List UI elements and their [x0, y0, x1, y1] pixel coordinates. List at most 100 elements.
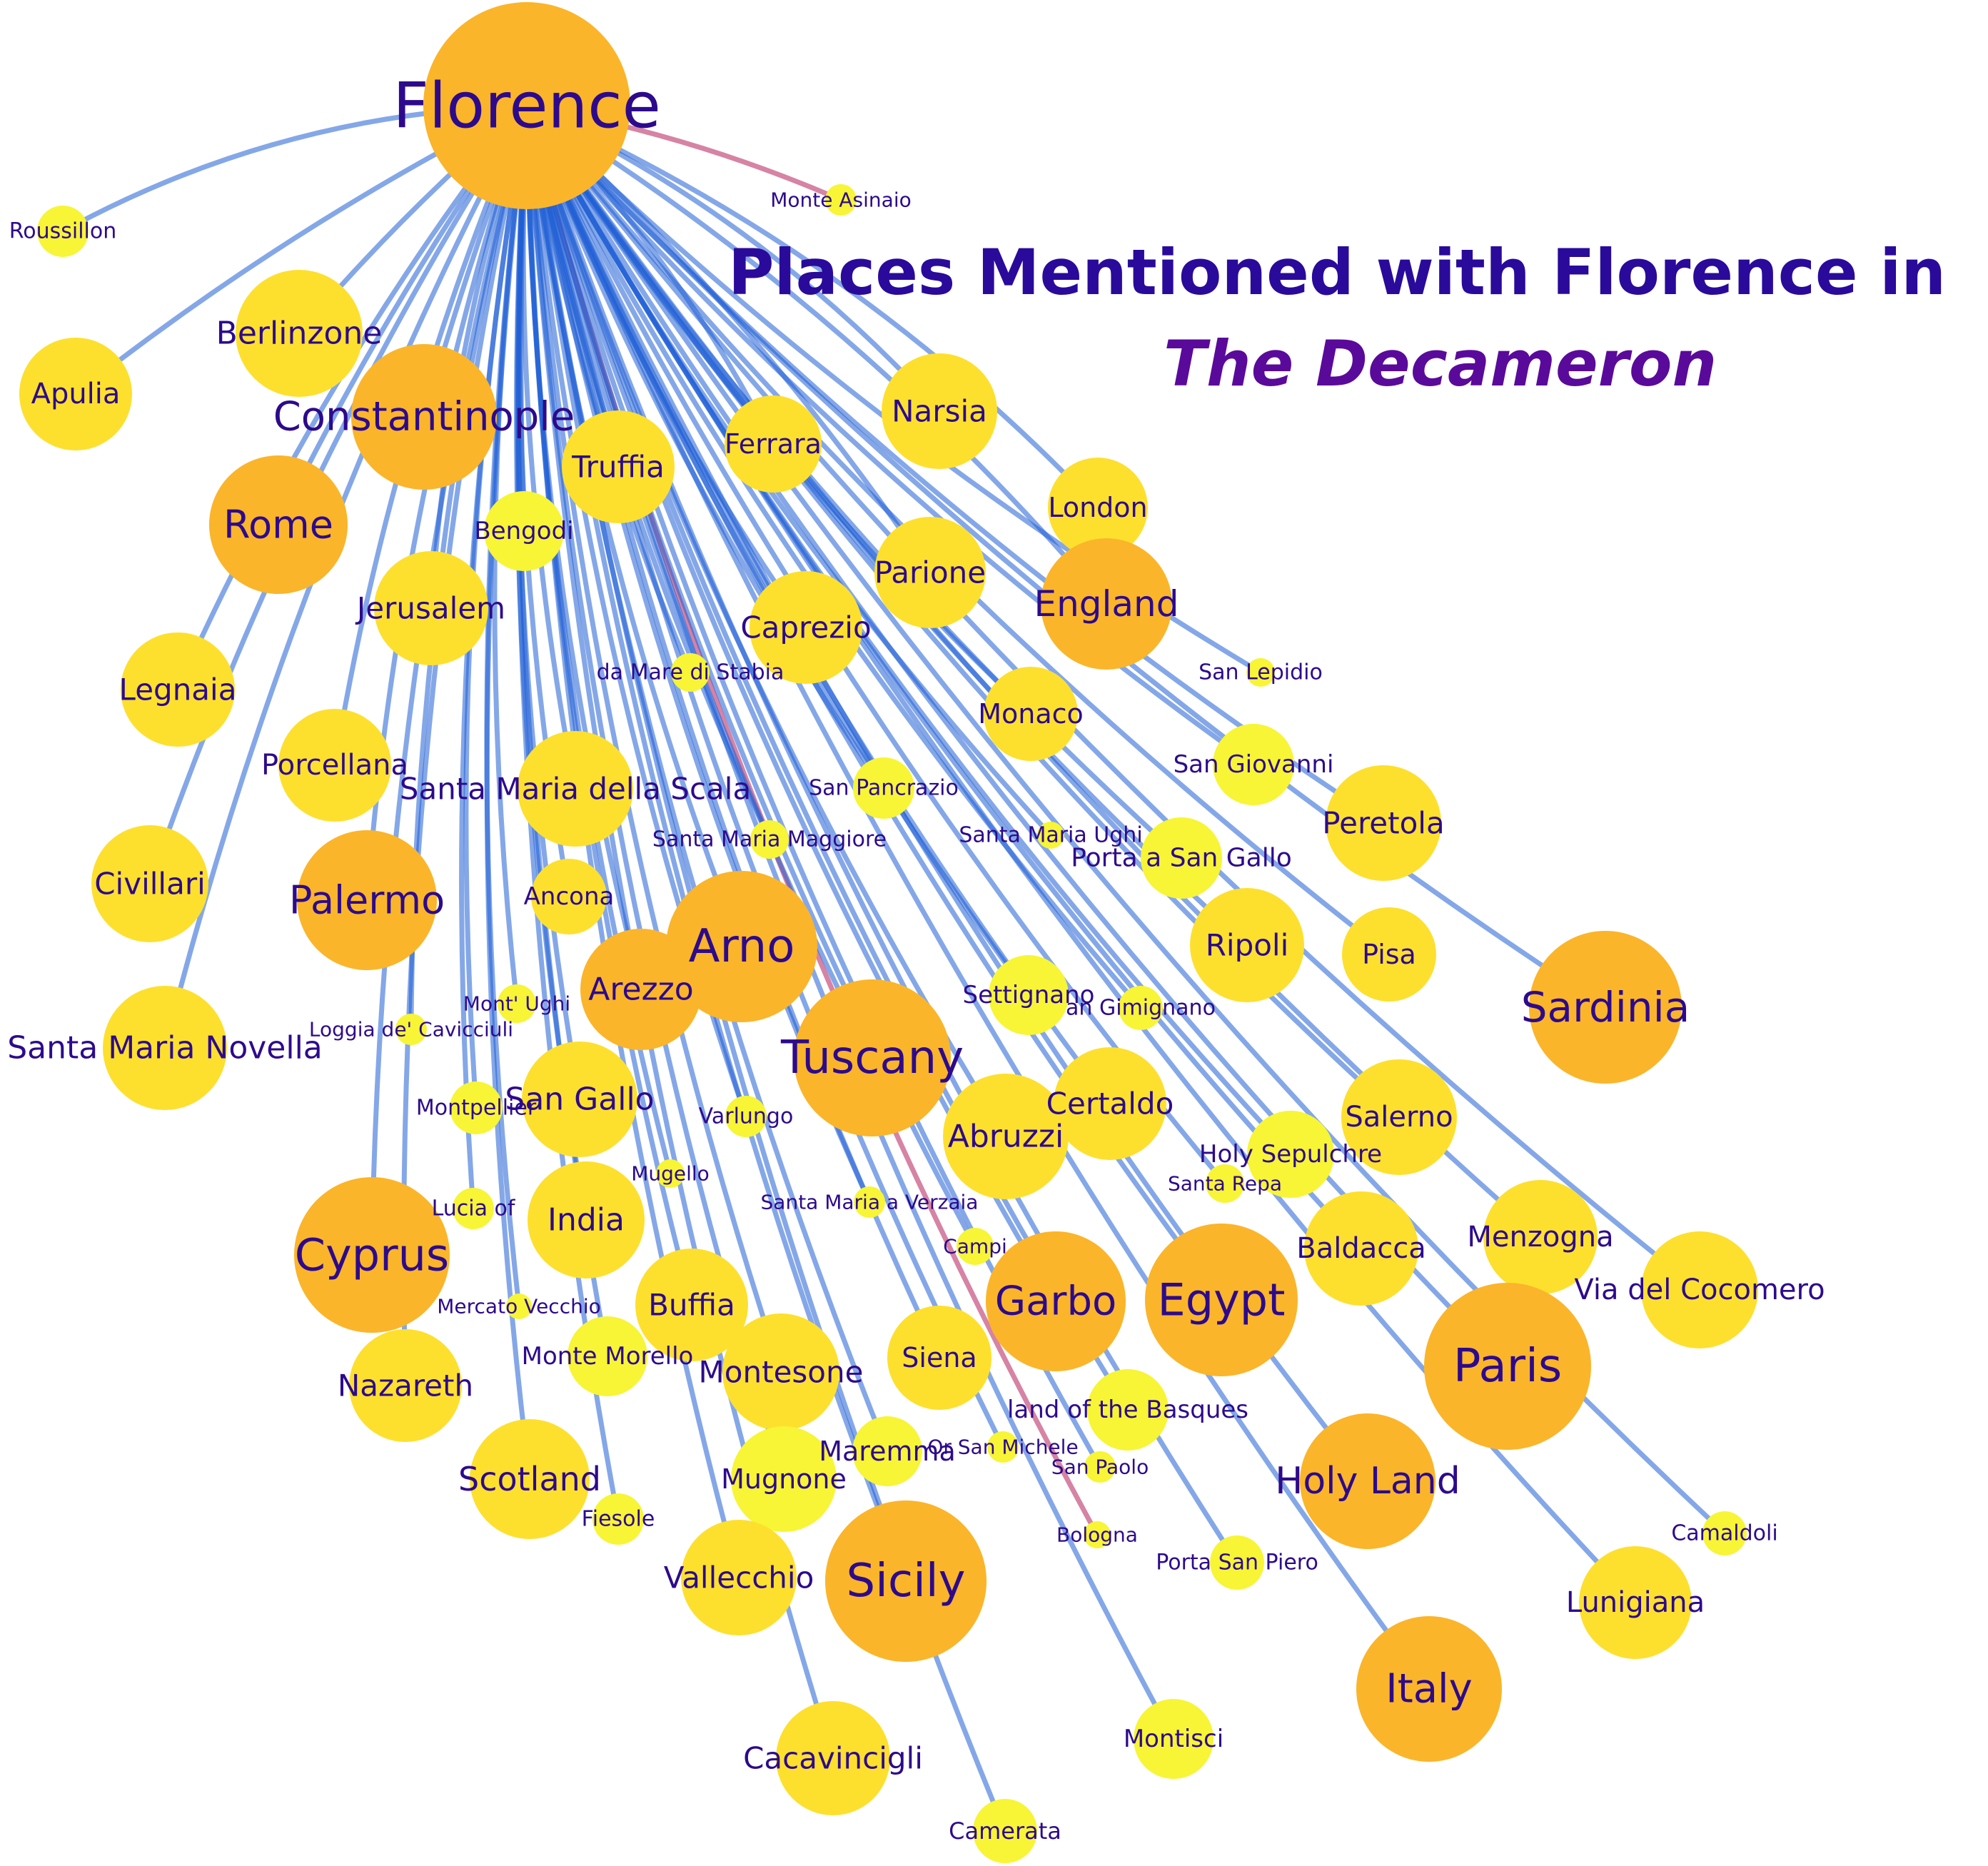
node-cacavincigli: [776, 1701, 890, 1815]
node-label-berlinzone: Berlinzone: [216, 316, 383, 352]
node-label-santa-maria-maggiore: Santa Maria Maggiore: [652, 827, 887, 852]
node-pisa: [1342, 907, 1436, 1002]
node-san-gallo: [522, 1042, 637, 1157]
node-bologna: [1084, 1521, 1111, 1548]
node-santa-reparata: [1206, 1164, 1244, 1203]
edge-florence-cyprus: [369, 103, 530, 1258]
node-label-cyprus: Cyprus: [295, 1229, 449, 1281]
node-land-of-the-basques: [1087, 1369, 1169, 1451]
node-england: [1041, 538, 1172, 670]
node-label-mugello: Mugello: [631, 1162, 710, 1186]
node-label-holy-land: Holy Land: [1275, 1460, 1460, 1503]
node-garbo: [986, 1231, 1126, 1371]
node-loggia-de-cavicciuli: [395, 1014, 427, 1045]
node-label-sicily: Sicily: [846, 1555, 965, 1608]
node-label-bengodi: Bengodi: [474, 517, 573, 545]
node-san-gimignano: [1119, 986, 1163, 1030]
node-label-varlungo: Varlungo: [699, 1104, 794, 1129]
node-label-porta-a-san-gallo: Porta a San Gallo: [1071, 844, 1292, 873]
node-label-ripoli: Ripoli: [1206, 928, 1289, 963]
node-santa-maria-novella: [103, 986, 227, 1110]
node-label-campi: Campi: [943, 1235, 1007, 1259]
node-monte-asinaio: [825, 184, 857, 216]
node-label-da-mare-di-stabia: da Mare di Stabia: [597, 660, 784, 685]
edge-florence-san-paolo: [524, 103, 1103, 1470]
node-label-santa-maria-della-scala: Santa Maria della Scala: [400, 772, 751, 807]
node-scotland: [470, 1419, 590, 1539]
node-menzogna: [1483, 1180, 1598, 1294]
node-label-camerata: Camerata: [949, 1817, 1061, 1845]
node-porcellana: [278, 709, 391, 822]
edge-florence-paris: [524, 103, 1510, 1369]
node-label-san-paolo: San Paolo: [1051, 1456, 1149, 1479]
node-label-settignano: Settignano: [963, 981, 1095, 1009]
node-mugello: [656, 1159, 685, 1188]
node-da-mare-di-stabia: [671, 653, 710, 692]
node-santa-maria-a-verzaia: [854, 1186, 885, 1218]
chart-subtitle: The Decameron: [1164, 327, 1717, 400]
node-label-legnaia: Legnaia: [119, 672, 237, 707]
node-label-narsia: Narsia: [892, 394, 987, 429]
node-label-london: London: [1048, 492, 1147, 523]
node-mugnone: [731, 1426, 837, 1532]
node-san-giovanni: [1213, 724, 1294, 805]
node-label-scotland: Scotland: [458, 1460, 601, 1498]
node-mercato-vecchio: [506, 1293, 532, 1319]
node-holy-land: [1300, 1413, 1436, 1549]
node-label-loggia-de-cavicciuli: Loggia de' Cavicciuli: [309, 1018, 513, 1042]
node-label-civillari: Civillari: [94, 867, 206, 902]
node-label-holy-sepulchre: Holy Sepulchre: [1199, 1140, 1382, 1169]
node-legnaia: [121, 632, 235, 747]
node-label-montpellier: Montpellier: [416, 1096, 537, 1121]
edge-florence-land-of-the-basques: [524, 103, 1131, 1413]
node-label-roussillon: Roussillon: [9, 219, 117, 244]
edge-florence-scotland: [484, 103, 533, 1482]
node-maremma: [852, 1416, 922, 1486]
node-label-arno: Arno: [689, 920, 795, 973]
node-arezzo: [580, 929, 702, 1050]
node-italy: [1356, 1616, 1502, 1762]
node-label-porta-san-piero: Porta San Piero: [1156, 1550, 1318, 1575]
node-abruzzi: [943, 1074, 1069, 1199]
node-paris: [1424, 1283, 1591, 1450]
node-vallecchio: [681, 1520, 797, 1635]
node-montesone: [722, 1313, 839, 1431]
node-label-monte-morello: Monte Morello: [522, 1342, 694, 1371]
node-baldacca: [1304, 1191, 1418, 1306]
node-siena: [887, 1306, 992, 1410]
edge-florence-italy: [524, 103, 1432, 1692]
node-label-menzogna: Menzogna: [1467, 1221, 1613, 1254]
node-montpellier: [450, 1081, 503, 1134]
node-ancona: [531, 859, 607, 934]
node-san-paolo: [1084, 1451, 1116, 1483]
edge-florence-porta-san-piero: [524, 103, 1240, 1565]
node-india: [528, 1161, 645, 1279]
node-label-san-giovanni: San Giovanni: [1174, 750, 1334, 779]
node-label-san-gallo: San Gallo: [505, 1081, 654, 1118]
node-label-san-lepidio: San Lepidio: [1199, 660, 1323, 685]
node-label-mugnone: Mugnone: [721, 1463, 847, 1495]
node-sardinia: [1529, 931, 1682, 1084]
node-label-abruzzi: Abruzzi: [948, 1119, 1064, 1155]
node-caprezio: [750, 571, 862, 684]
node-label-palermo: Palermo: [289, 878, 445, 923]
node-jerusalem: [374, 551, 488, 665]
node-label-truffia: Truffia: [571, 450, 665, 485]
node-via-del-cocomero: [1641, 1231, 1758, 1348]
node-buffia: [635, 1249, 748, 1361]
edge-florence-england: [524, 103, 1109, 607]
node-label-san-gimignano: an Gimignano: [1066, 996, 1216, 1021]
node-san-lepidio: [1246, 658, 1275, 687]
node-label-certaldo: Certaldo: [1046, 1086, 1174, 1121]
node-camaldoli: [1702, 1511, 1747, 1555]
node-label-ancona: Ancona: [524, 882, 615, 911]
node-montisci: [1134, 1699, 1214, 1779]
node-label-santa-reparata: Santa Repa: [1168, 1172, 1282, 1196]
node-label-mercato-vecchio: Mercato Vecchio: [437, 1295, 601, 1318]
edge-florence-siena: [524, 103, 942, 1361]
node-arno: [666, 871, 817, 1022]
node-label-florence: Florence: [393, 69, 661, 143]
node-label-santa-lucia-of-prato: Lucia of: [432, 1196, 516, 1221]
node-narsia: [882, 353, 997, 469]
